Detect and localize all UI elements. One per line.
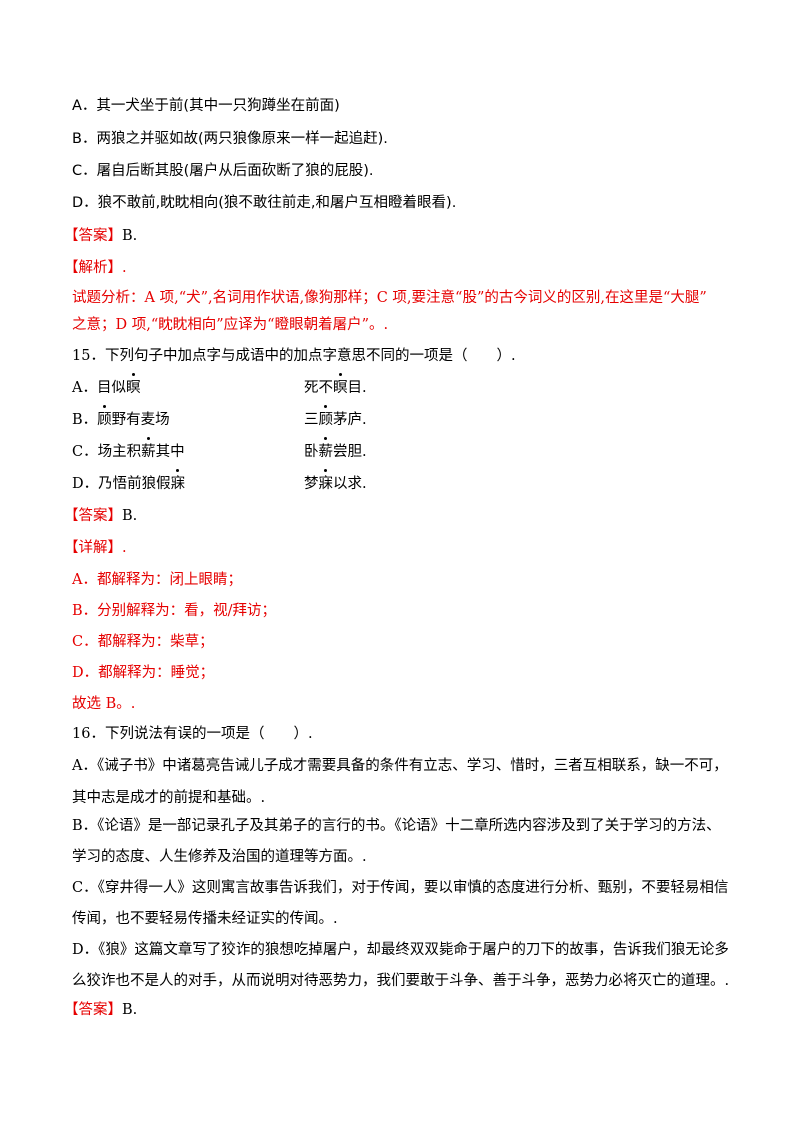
idiom-post: 尝胆. (333, 444, 367, 460)
q16-answer: 【答案】B. (64, 1000, 137, 1020)
idiom-pre: 三 (304, 412, 319, 428)
row-label: D． (72, 476, 99, 492)
answer-tag: 【答案】 (64, 508, 122, 524)
idiom-post: 目. (347, 380, 367, 396)
idiom: 梦寐以求. (304, 469, 367, 494)
detail-tag: 【详解】. (64, 540, 127, 556)
answer-value: B. (122, 1002, 138, 1018)
q15-detail-d: D．都解释为：睡觉； (72, 665, 215, 681)
q15-answer: 【答案】B. (64, 506, 137, 526)
q15-row-b: B．顾野有麦场 三顾茅庐. (72, 405, 367, 430)
q15-row-c: C．场主积薪其中 卧薪尝胆. (72, 437, 367, 462)
q16-option-b-line-2: 学习的态度、人生修养及治国的道理等方面。. (72, 849, 367, 865)
q14-analysis-label: 【解析】. (64, 258, 127, 278)
sentence-post: 其中 (155, 444, 185, 460)
q15-conclusion: 故选 B。. (72, 696, 136, 712)
idiom-dotted-char: 顾 (318, 405, 333, 428)
answer-tag: 【答案】 (64, 1002, 122, 1018)
sentence-post: 野有麦场 (111, 412, 170, 428)
dotted-char: 顾 (97, 405, 112, 428)
row-label: A． (72, 380, 97, 396)
idiom-pre: 梦 (304, 476, 319, 492)
q15-row-a: A．目似瞑 死不瞑目. (72, 373, 367, 398)
q14-answer: 【答案】B. (64, 226, 137, 246)
idiom: 死不瞑目. (304, 373, 367, 398)
idiom-post: 以求. (333, 476, 367, 492)
idiom-dotted-char: 寐 (318, 469, 333, 492)
idiom-dotted-char: 薪 (318, 437, 333, 460)
sentence-pre: 目似 (96, 380, 126, 396)
q16-option-d-line-1: D．《狼》这篇文章写了狡诈的狼想吃掉屠户，却最终双双毙命于屠户的刀下的故事，告诉… (72, 942, 729, 958)
sentence-pre: 场主积 (97, 444, 142, 460)
q14-option-b: B．两狼之并驱如故(两只狼像原来一样一起追赶). (72, 131, 388, 147)
idiom-pre: 死不 (304, 380, 333, 396)
q15-detail-a: A．都解释为：闭上眼睛； (72, 572, 242, 588)
dotted-char: 寐 (170, 469, 186, 492)
q15-detail-b: B．分别解释为：看，视/拜访； (72, 603, 277, 619)
q14-option-d: D．狼不敢前,眈眈相向(狼不敢往前走,和屠户互相瞪着眼看). (72, 195, 457, 211)
q14-analysis-line-2: 之意；D 项,“眈眈相向”应译为“瞪眼朝着屠户”。. (72, 317, 389, 333)
answer-tag: 【答案】 (64, 228, 122, 244)
q16-option-c-line-2: 传闻，也不要轻易传播未经证实的传闻。. (72, 911, 338, 927)
answer-value: B. (122, 508, 138, 524)
sentence-pre: 乃悟前狼假 (98, 476, 171, 492)
q15-row-d: D．乃悟前狼假寐 梦寐以求. (72, 469, 367, 494)
dotted-char: 薪 (141, 437, 156, 460)
idiom: 卧薪尝胆. (304, 437, 367, 462)
q14-option-a: A．其一犬坐于前(其中一只狗蹲坐在前面) (72, 98, 340, 114)
row-label: C． (72, 444, 98, 460)
analysis-tag: 【解析】. (64, 260, 127, 276)
q16-stem: 16．下列说法有误的一项是（ ）. (72, 726, 313, 742)
q15-stem: 15．下列句子中加点字与成语中的加点字意思不同的一项是（ ）. (72, 348, 516, 364)
q16-option-c-line-1: C．《穿井得一人》这则寓言故事告诉我们，对于传闻，要以审慎的态度进行分析、甄别，… (72, 880, 729, 896)
idiom: 三顾茅庐. (304, 405, 367, 430)
q16-option-b-line-1: B．《论语》是一部记录孔子及其弟子的言行的书。《论语》十二章所选内容涉及到了关于… (72, 818, 721, 834)
row-label: B． (72, 412, 98, 428)
q16-option-d-line-2: 么狡诈也不是人的对手，从而说明对待恶势力，我们要敢于斗争、善于斗争，恶势力必将灭… (72, 973, 730, 989)
q16-option-a-line-1: A．《诫子书》中诸葛亮告诫儿子成才需要具备的条件有立志、学习、惜时，三者互相联系… (72, 758, 728, 774)
q15-detail-c: C．都解释为：柴草； (72, 634, 214, 650)
dotted-char: 瞑 (125, 373, 141, 396)
q14-option-c: C．屠自后断其股(屠户从后面砍断了狼的屁股). (72, 163, 374, 179)
q14-analysis-line-1: 试题分析：A 项,“犬”,名词用作状语,像狗那样；C 项,要注意“股”的古今词义… (72, 290, 707, 306)
idiom-dotted-char: 瞑 (333, 373, 348, 396)
idiom-pre: 卧 (304, 444, 319, 460)
idiom-post: 茅庐. (333, 412, 367, 428)
q15-detail-label: 【详解】. (64, 538, 127, 558)
answer-value: B. (122, 228, 138, 244)
q16-option-a-line-2: 其中志是成才的前提和基础。. (72, 790, 266, 806)
